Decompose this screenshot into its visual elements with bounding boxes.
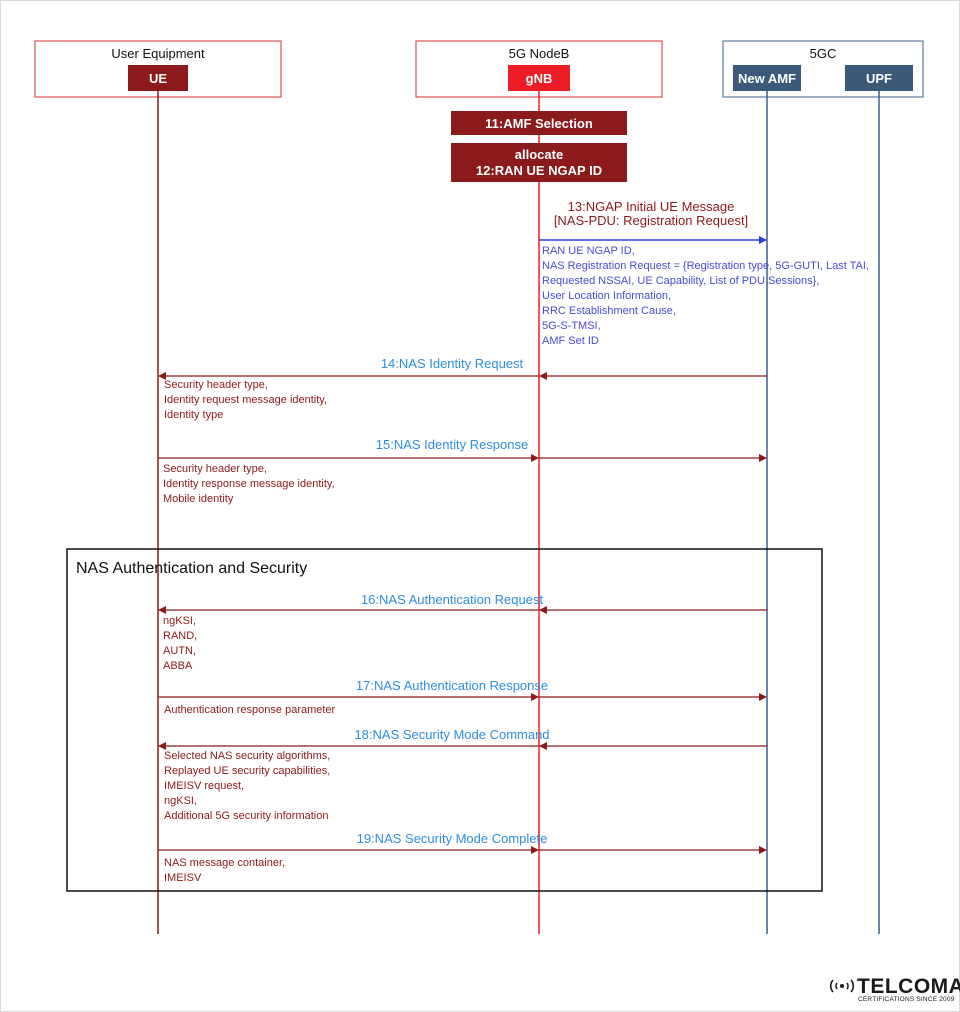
msg-18-params: Selected NAS security algorithms, Replay… — [164, 750, 330, 822]
msg-15-param: Identity response message identity, — [163, 478, 335, 490]
msg-17-param: Authentication response parameter — [164, 704, 336, 716]
nas-auth-security-title: NAS Authentication and Security — [76, 560, 307, 577]
msg-19-param: IMEISV — [164, 872, 202, 884]
msg-14-label: 14:NAS Identity Request — [381, 356, 524, 371]
signal-waves-icon — [829, 979, 855, 993]
upf-chip — [845, 65, 913, 91]
telcoma-logo: TELCOMA CERTIFICATIONS SINCE 2009 — [829, 975, 960, 1003]
amf-chip — [733, 65, 801, 91]
msg-15-param: Security header type, — [163, 463, 267, 475]
step-amf-selection-label: 11:AMF Selection — [485, 116, 593, 131]
step-allocate-ngap-id — [451, 143, 627, 182]
msg-13-param: RAN UE NGAP ID, — [542, 245, 635, 257]
nas-auth-security-box — [66, 548, 823, 892]
msg-14-param: Identity type — [164, 409, 223, 421]
step-allocate-line-1: allocate — [515, 147, 563, 162]
ue-chip-label: UE — [149, 71, 167, 86]
msg-15-label: 15:NAS Identity Response — [376, 437, 528, 452]
msg-18-param: IMEISV request, — [164, 780, 244, 792]
msg-18-label: 18:NAS Security Mode Command — [354, 727, 549, 742]
ue-group-title: User Equipment — [111, 46, 205, 61]
msg-19-param: NAS message container, — [164, 857, 285, 869]
msg-16-label: 16:NAS Authentication Request — [361, 592, 544, 607]
msg-13-param: 5G-S-TMSI, — [542, 320, 601, 332]
logo-tagline: CERTIFICATIONS SINCE 2009 — [858, 996, 955, 1003]
msg-13-params: RAN UE NGAP ID, NAS Registration Request… — [542, 245, 869, 347]
msg-19-label: 19:NAS Security Mode Complete — [357, 831, 548, 846]
amf-chip-label: New AMF — [738, 71, 796, 86]
msg-17-label: 17:NAS Authentication Response — [356, 678, 548, 693]
msg-14-param: Identity request message identity, — [164, 394, 327, 406]
gnb-chip-label: gNB — [526, 71, 553, 86]
msg-13-param: NAS Registration Request = {Registration… — [542, 260, 869, 272]
step-allocate-line-2: 12:RAN UE NGAP ID — [476, 163, 602, 178]
logo-wordmark: TELCOMA — [857, 975, 960, 998]
msg-17-params: Authentication response parameter — [164, 704, 336, 716]
msg-16-param: RAND, — [163, 630, 197, 642]
msg-13-param: User Location Information, — [542, 290, 671, 302]
core-group-box — [722, 40, 924, 98]
msg-18-param: Replayed UE security capabilities, — [164, 765, 330, 777]
msg-16-param: AUTN, — [163, 645, 196, 657]
msg-18-param: ngKSI, — [164, 795, 197, 807]
msg-13-param: AMF Set ID — [542, 335, 599, 347]
msg-13-param: Requested NSSAI, UE Capability, List of … — [542, 275, 819, 287]
gnb-chip — [508, 65, 570, 91]
core-group-title: 5GC — [810, 46, 837, 61]
msg-16-params: ngKSI, RAND, AUTN, ABBA — [163, 615, 197, 672]
msg-15-params: Security header type, Identity response … — [163, 463, 335, 505]
msg-13-label-line-2: [NAS-PDU: Registration Request] — [554, 213, 748, 228]
msg-13-label-line-1: 13:NGAP Initial UE Message — [568, 199, 735, 214]
msg-18-param: Selected NAS security algorithms, — [164, 750, 330, 762]
msg-18-param: Additional 5G security information — [164, 810, 328, 822]
msg-16-param: ABBA — [163, 660, 193, 672]
gnb-group-title: 5G NodeB — [509, 46, 570, 61]
msg-14-params: Security header type, Identity request m… — [164, 379, 327, 421]
msg-14-param: Security header type, — [164, 379, 268, 391]
ue-chip — [128, 65, 188, 91]
msg-13-param: RRC Establishment Cause, — [542, 305, 676, 317]
upf-chip-label: UPF — [866, 71, 892, 86]
msg-19-params: NAS message container, IMEISV — [164, 857, 285, 884]
step-amf-selection — [451, 111, 627, 135]
msg-15-param: Mobile identity — [163, 493, 234, 505]
msg-16-param: ngKSI, — [163, 615, 196, 627]
